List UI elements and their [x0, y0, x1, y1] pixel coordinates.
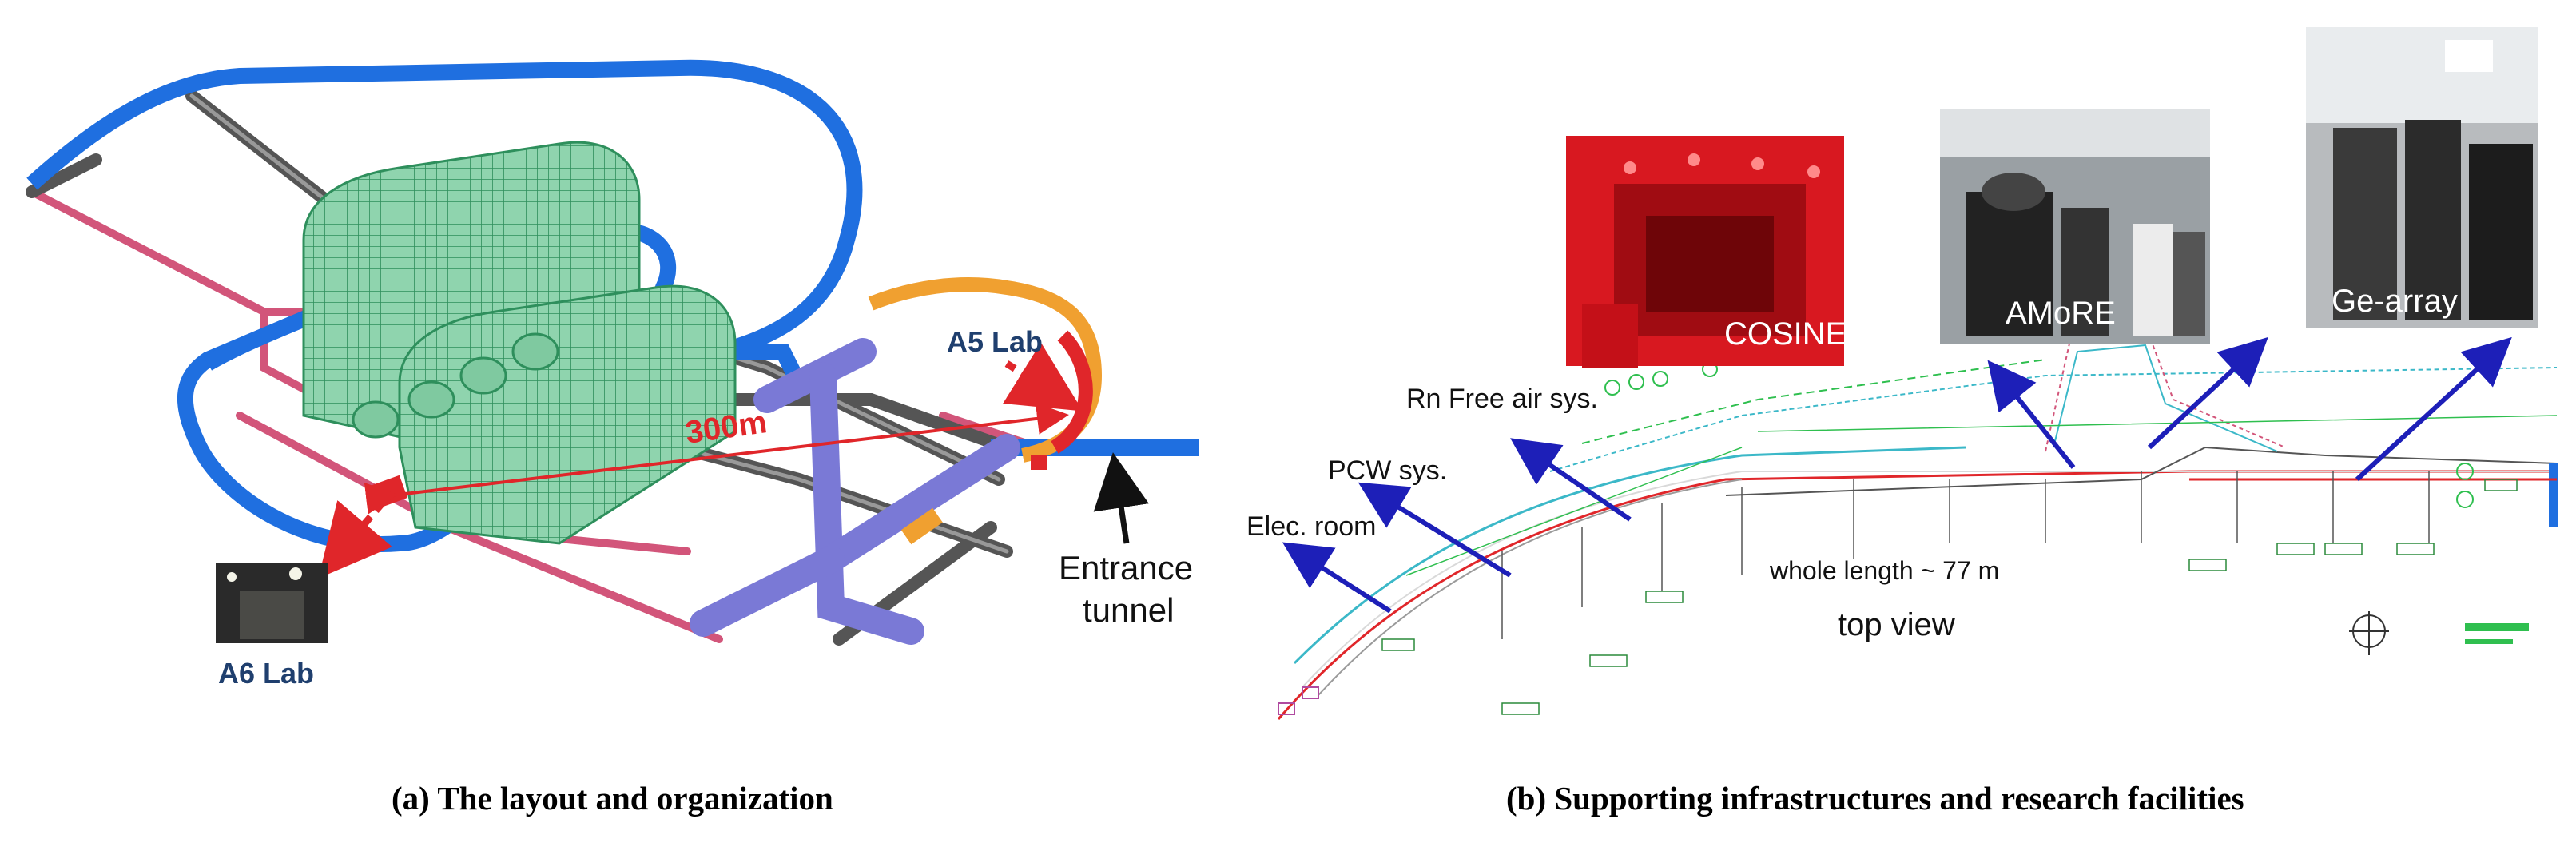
distance-arrow [364, 402, 1069, 515]
cosine-photo [1566, 136, 1844, 368]
a6-lab-pointer [318, 499, 392, 579]
top-view-label: top view [1838, 607, 1955, 642]
entrance-label-line1: Entrance [1059, 549, 1193, 587]
ge-array-photo [2306, 27, 2538, 328]
ge-array-label: Ge-array [2332, 284, 2458, 319]
entrance-pointer [1093, 452, 1149, 544]
panel-a-diagram: A5 Lab A6 Lab 300m Entrance tunnel [26, 59, 1199, 690]
entrance-label-line2: tunnel [1083, 591, 1174, 629]
a5-lab-label: A5 Lab [947, 325, 1043, 358]
a6-lab-photo [216, 563, 328, 643]
rn-free-air-label: Rn Free air sys. [1406, 384, 1598, 414]
amore-label: AMoRE [2006, 296, 2116, 331]
pcw-label: PCW sys. [1328, 455, 1447, 486]
cosine-label: COSINE [1724, 316, 1847, 352]
caption-b: (b) Supporting infrastructures and resea… [1506, 780, 2244, 817]
whole-length-label: whole length ~ 77 m [1769, 556, 1999, 585]
a5-lab-pointer [1003, 342, 1083, 412]
elec-room-label: Elec. room [1246, 511, 1377, 542]
experiment-hall-2 [398, 284, 737, 545]
a6-lab-label: A6 Lab [218, 657, 314, 690]
amore-photo [1940, 109, 2210, 344]
caption-a: (a) The layout and organization [392, 780, 833, 817]
ring-tunnel [26, 59, 863, 552]
facility-pointers [1282, 336, 2512, 614]
panel-b-diagram: Rn Free air sys. PCW sys. Elec. room who… [1246, 27, 2558, 720]
